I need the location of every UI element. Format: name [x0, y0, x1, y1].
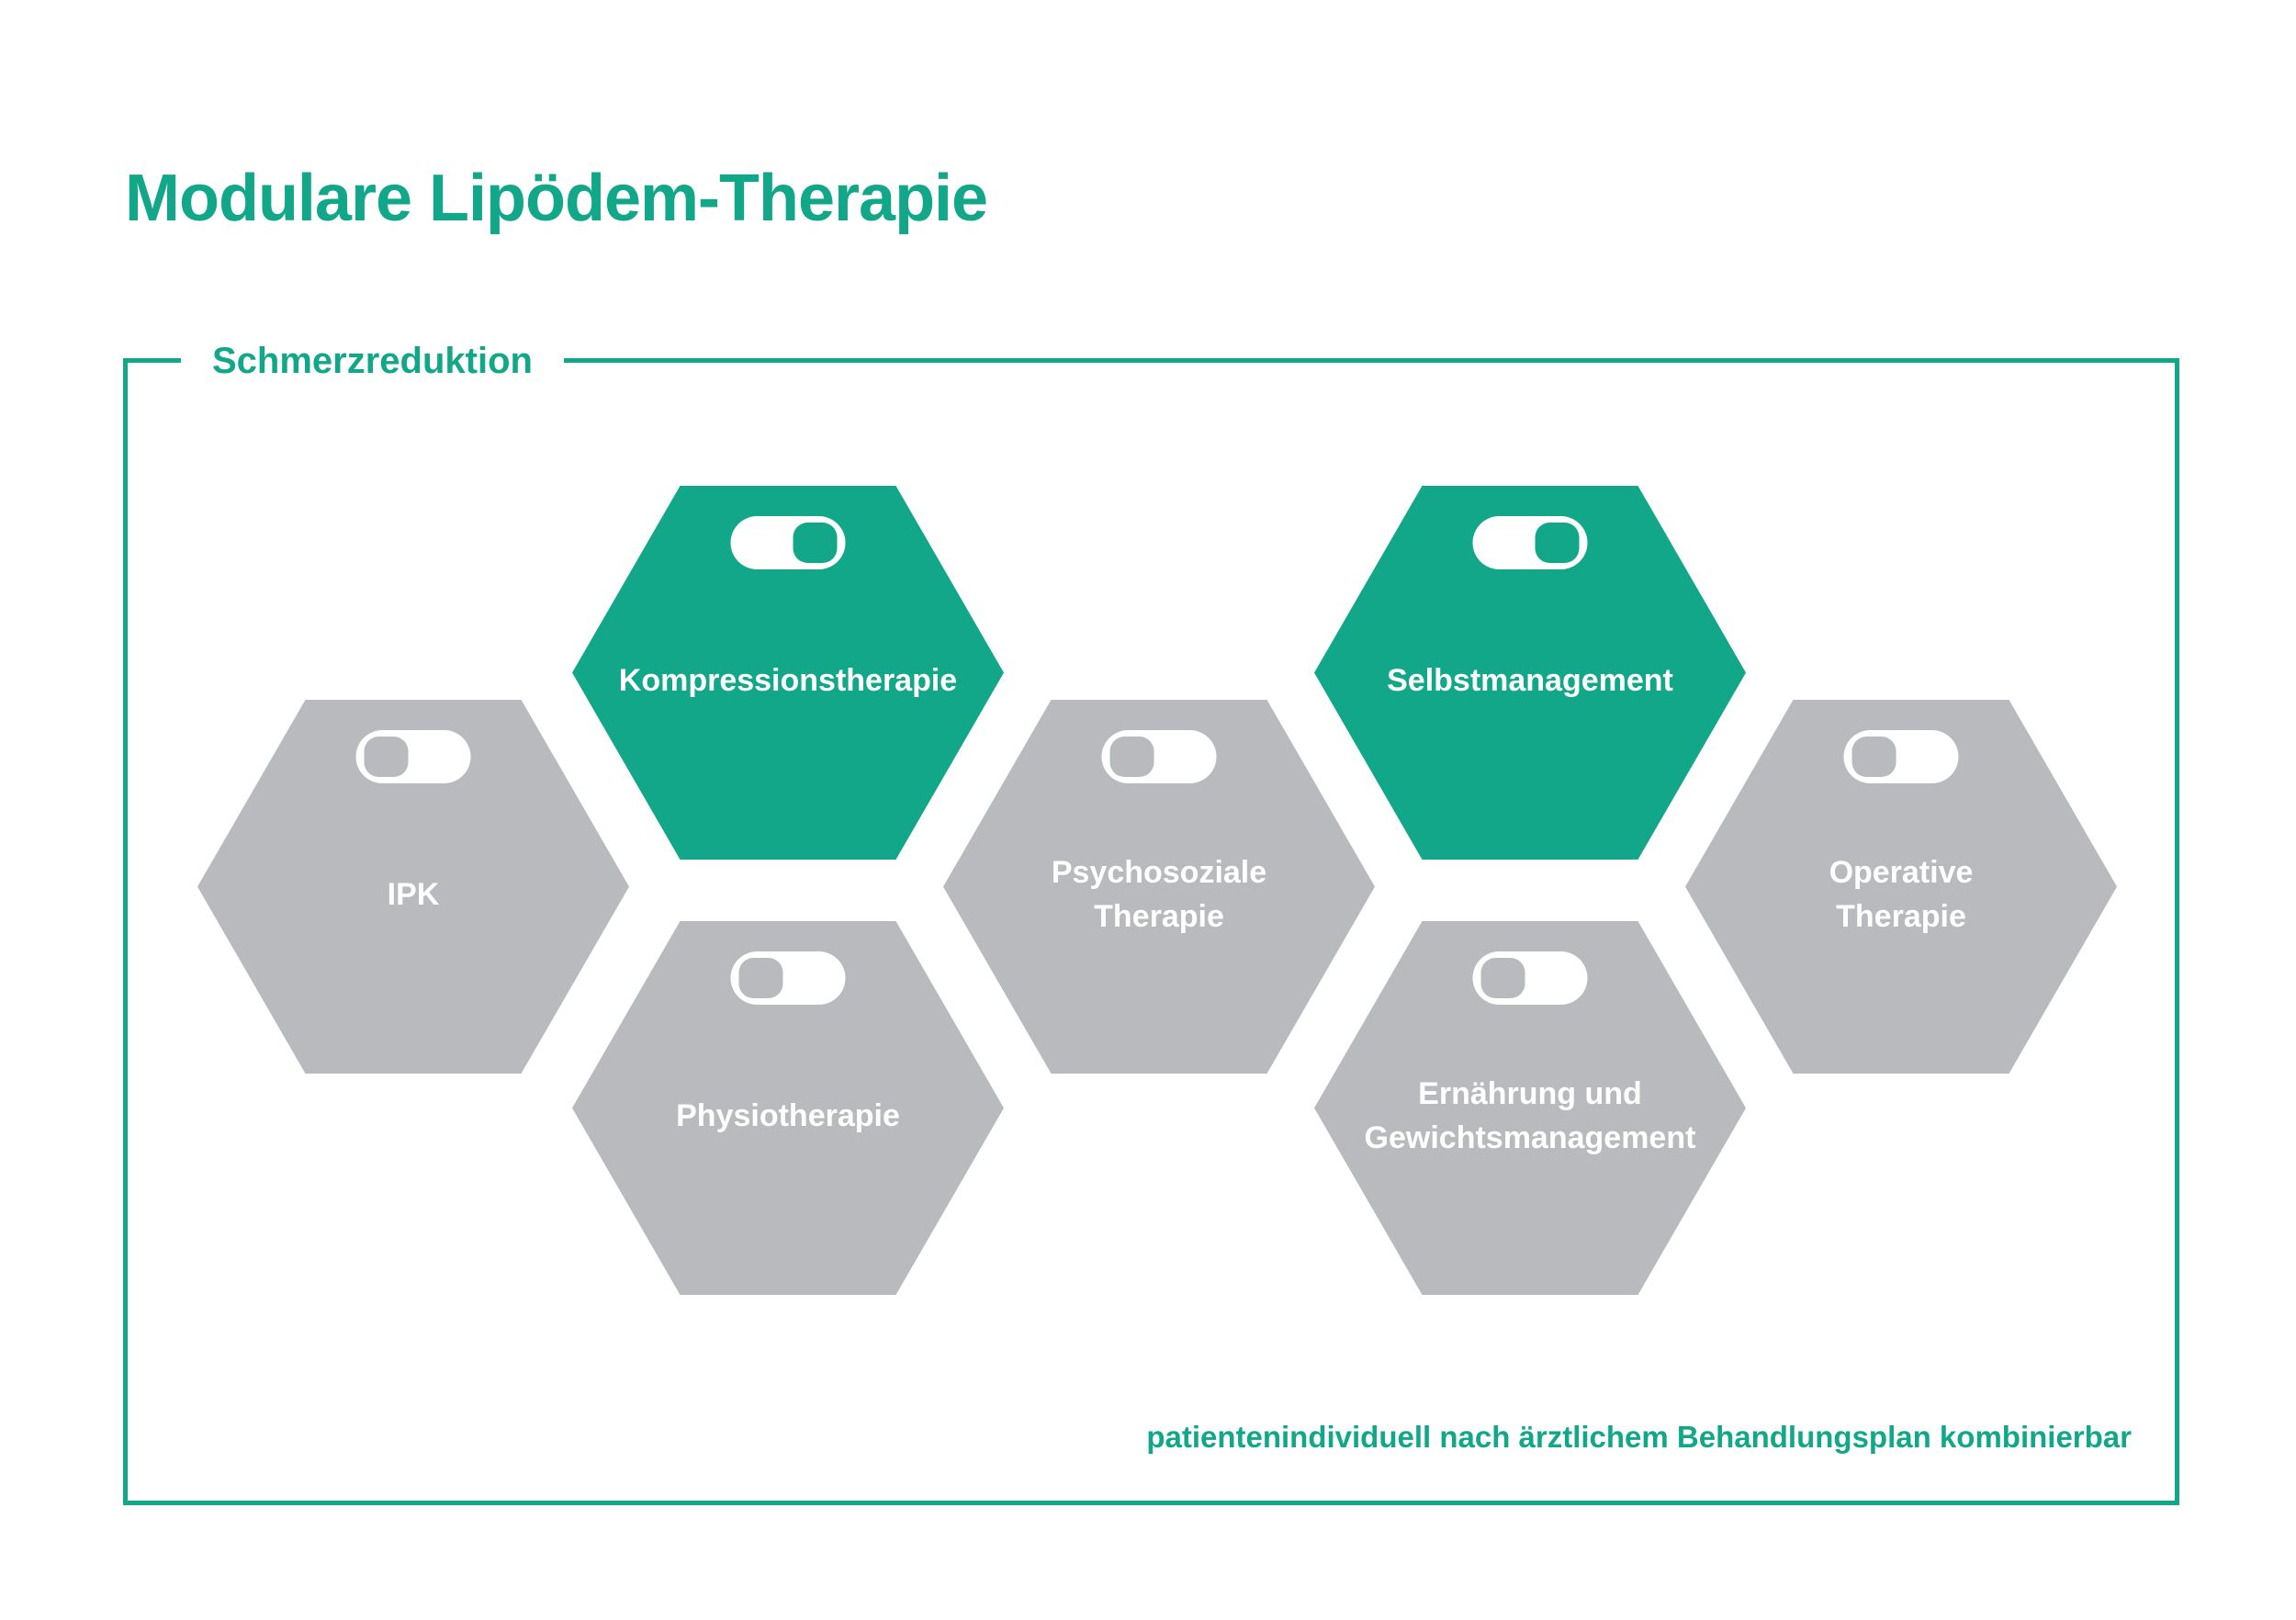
toggle-off-icon[interactable] [730, 951, 846, 1005]
toggle-off-icon[interactable] [355, 730, 471, 783]
footnote: patientenindividuell nach ärztlichem Beh… [1146, 1420, 2132, 1454]
toggle-knob [1480, 958, 1525, 998]
toggle-on-icon[interactable] [1472, 516, 1588, 569]
toggle-off-icon[interactable] [1472, 951, 1588, 1005]
section-label-schmerzreduktion: Schmerzreduktion [181, 338, 564, 384]
module-hex-selbstmanagement[interactable]: Selbstmanagement [1314, 486, 1746, 860]
toggle-knob [1851, 737, 1896, 777]
module-label: IPK [387, 876, 440, 912]
toggle-knob [364, 737, 409, 777]
module-label: Selbstmanagement [1387, 662, 1673, 698]
toggle-knob [793, 523, 838, 563]
toggle-off-icon[interactable] [1101, 730, 1217, 783]
module-hex-psychosoziale-therapie[interactable]: Psychosoziale Therapie [943, 700, 1375, 1074]
module-label: Ernährung und Gewichtsmanagement [1364, 1075, 1696, 1155]
module-label: Physiotherapie [676, 1097, 900, 1133]
module-hex-ernaehrung-gewichtsmanagement[interactable]: Ernährung und Gewichtsmanagement [1314, 921, 1746, 1295]
toggle-knob [738, 958, 783, 998]
module-label: Kompressionstherapie [618, 662, 958, 698]
module-label: Psychosoziale Therapie [1051, 854, 1267, 934]
schmerzreduktion-frame: Schmerzreduktion [123, 338, 2179, 1505]
page-title: Modulare Lipödem-Therapie [125, 162, 988, 235]
module-hex-physiotherapie[interactable]: Physiotherapie [572, 921, 1004, 1295]
toggle-knob [1109, 737, 1154, 777]
toggle-off-icon[interactable] [1843, 730, 1959, 783]
module-label: Operative Therapie [1829, 854, 1974, 934]
toggle-knob [1535, 523, 1580, 563]
toggle-on-icon[interactable] [730, 516, 846, 569]
